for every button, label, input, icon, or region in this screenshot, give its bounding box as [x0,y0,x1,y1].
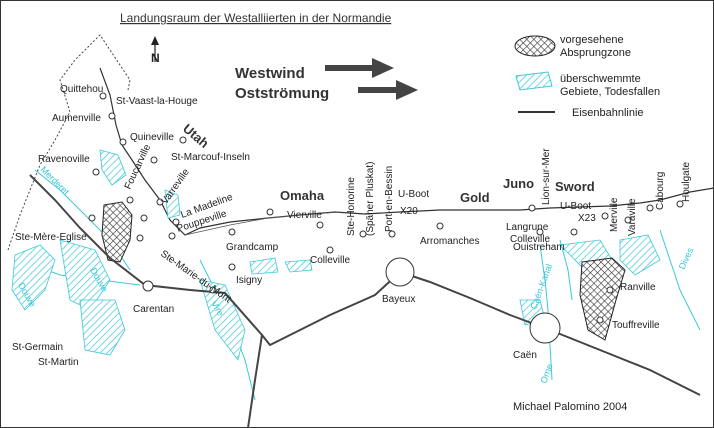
railway-bayeux-caen [399,271,546,329]
drop-zones [101,201,626,341]
westwind-label: Westwind [235,65,305,82]
flooded-areas [11,149,661,361]
caen-canal [559,239,573,301]
place-grandcamp: Grandcamp [226,242,279,253]
place-caen: Caën [513,350,537,361]
author-credit: Michael Palomino 2004 [513,401,627,413]
place-ste-marie-du-mont: Ste-Marie-du-Mont [158,248,233,305]
north-label: N [151,51,160,65]
carentan-marker [142,280,154,292]
legend-flooded-line2: Gebiete, Todesfallen [560,86,660,98]
place-quittehou: Quittehou [60,84,103,95]
legend: vorgesehene Absprungzone überschwemmte G… [514,34,660,119]
place-ranville: Ranville [620,282,656,293]
river-label-orne: Orne [538,362,554,384]
legend-dropzone-line1: vorgesehene [560,34,624,46]
river-label-caen-kanal: Caën-Kanal [528,263,554,311]
place-uboot-x20-line2: X20 [400,206,418,217]
river-label-dives: Dives [677,246,696,271]
place-ste-honorine: Ste-Honorine [346,177,357,236]
legend-dropzone-swatch [514,35,556,57]
railway-south [247,334,263,428]
place-st-vaast: St-Vaast-la-Houge [116,96,198,107]
beach-omaha: Omaha [280,188,325,203]
railway-caen-east [544,327,701,396]
place-houlgate: Houlgate [681,162,692,202]
place-ouistreham: Ouistreham [513,242,565,253]
river-orne [539,244,553,381]
place-arromanches: Arromanches [420,236,479,247]
legend-flooded-swatch [515,71,553,91]
place-touffreville: Touffreville [612,320,660,331]
legend-railway-label: Eisenbahnlinie [572,107,644,119]
beach-utah: Utah [180,121,212,151]
map-title: Landungsraum der Westalliierten in der N… [120,11,392,25]
north-arrow-icon: N [151,36,160,65]
river-label-merderet: Merderet [39,164,72,197]
ost-stroemung-label: Ostströmung [235,85,329,102]
place-ste-mere-eglise: Ste-Mère-Eglise [15,232,87,243]
westwind-arrow-icon [325,58,394,78]
place-varaville: Varaville [627,198,638,236]
place-cabourg: Cabourg [655,172,666,210]
place-aumenville: Aumenville [52,113,101,124]
place-colleville-sword: Colleville [510,234,550,245]
place-colleville-omaha: Colleville [310,255,350,266]
ost-stroemung-arrow-icon [358,80,418,100]
caen-marker [529,312,561,344]
legend-flooded-line1: überschwemmte [560,73,641,85]
town-markers [88,92,684,344]
legend-dropzone-line2: Absprungzone [560,47,631,59]
place-st-germain: St-Germain [12,342,63,353]
place-foucarville: Foucarville [123,142,154,191]
place-bayeux: Bayeux [382,294,415,305]
place-isigny: Isigny [236,275,262,286]
place-vierville: Vierville [287,210,322,221]
place-st-marcouf: St-Marcouf-Inseln [171,152,250,163]
place-spaeher-pluskat: (Späher Pluskat) [365,162,376,236]
beach-sword: Sword [555,179,595,194]
place-ravenoville: Ravenoville [38,154,90,165]
railways [29,174,701,428]
railway-cherbourg-bayeux [29,174,401,347]
place-uboot-x23-line1: U-Boot [560,201,591,212]
place-uboot-x23-line2: X23 [578,213,596,224]
place-st-martin: St-Martin [38,357,79,368]
beach-juno: Juno [503,176,534,191]
coastal-road [184,211,341,236]
place-port-en-bessin: Port-en-Bessin [384,166,395,232]
place-merville: Merville [609,197,620,232]
place-lion-sur-mer: Lion-sur-Mer [541,148,552,205]
dropzone-ste-mere-eglise [101,201,133,263]
bayeux-marker [385,257,415,287]
river-dives [659,229,701,331]
place-langrune: Langrune [506,222,549,233]
beach-gold: Gold [460,190,490,205]
place-carentan: Carentan [133,304,174,315]
dropzone-ranville [579,257,626,341]
place-uboot-x20-line1: U-Boot [398,189,429,200]
place-quineville: Quineville [130,132,174,143]
